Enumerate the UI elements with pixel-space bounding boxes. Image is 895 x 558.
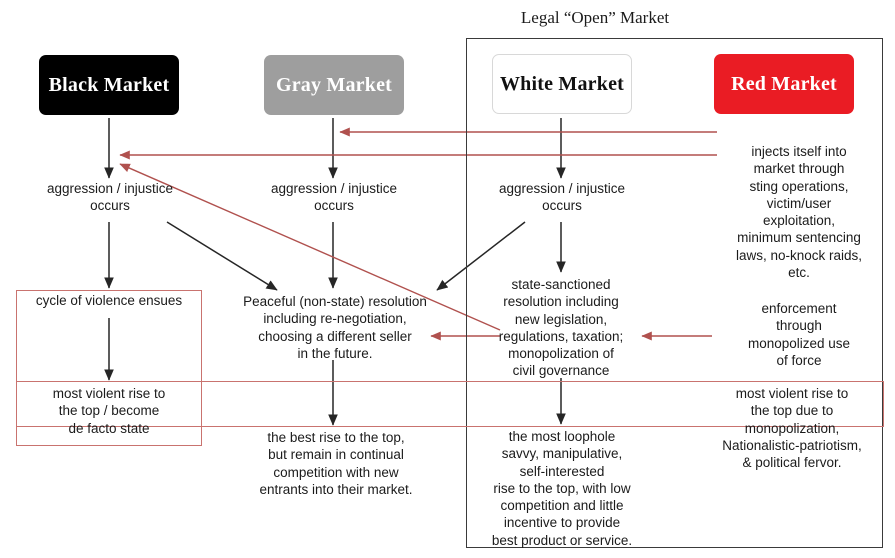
caption-gray-aggression: aggression / injustice occurs <box>270 181 398 214</box>
caption-black-aggression: aggression / injustice occurs <box>46 181 174 214</box>
caption-black-cycle: cycle of violence ensues <box>35 293 183 308</box>
caption-gray-resolution: Peaceful (non-state) resolution includin… <box>243 294 427 361</box>
caption-white-outcome: the most loophole savvy, manipulative, s… <box>491 429 633 548</box>
caption-white-resolution: state-sanctioned resolution including ne… <box>498 277 624 379</box>
caption-black-outcome: most violent rise to the top / become de… <box>52 386 166 436</box>
node-gray-market[interactable]: Gray Market <box>264 55 404 115</box>
node-white-market-label: White Market <box>499 72 625 95</box>
highlight-black-column <box>16 290 202 446</box>
caption-gray-outcome: the best rise to the top, but remain in … <box>259 430 413 497</box>
node-black-market-label: Black Market <box>48 73 170 96</box>
group-title-legal-open-market: Legal “Open” Market <box>520 8 670 27</box>
caption-red-outcome: most violent rise to the top due to mono… <box>722 386 862 471</box>
node-red-market[interactable]: Red Market <box>714 54 854 114</box>
node-white-market[interactable]: White Market <box>492 54 632 114</box>
caption-white-aggression: aggression / injustice occurs <box>498 181 626 214</box>
node-gray-market-label: Gray Market <box>275 73 393 96</box>
highlight-most-violent-band <box>16 381 884 427</box>
caption-red-injects: injects itself into market through sting… <box>735 144 863 280</box>
edge-black-aggression-to-peaceful <box>166 221 278 291</box>
node-black-market[interactable]: Black Market <box>39 55 179 115</box>
caption-red-enforcement: enforcement through monopolized use of f… <box>747 301 851 368</box>
group-frame-legal-open-market <box>466 38 883 548</box>
node-red-market-label: Red Market <box>731 72 837 95</box>
